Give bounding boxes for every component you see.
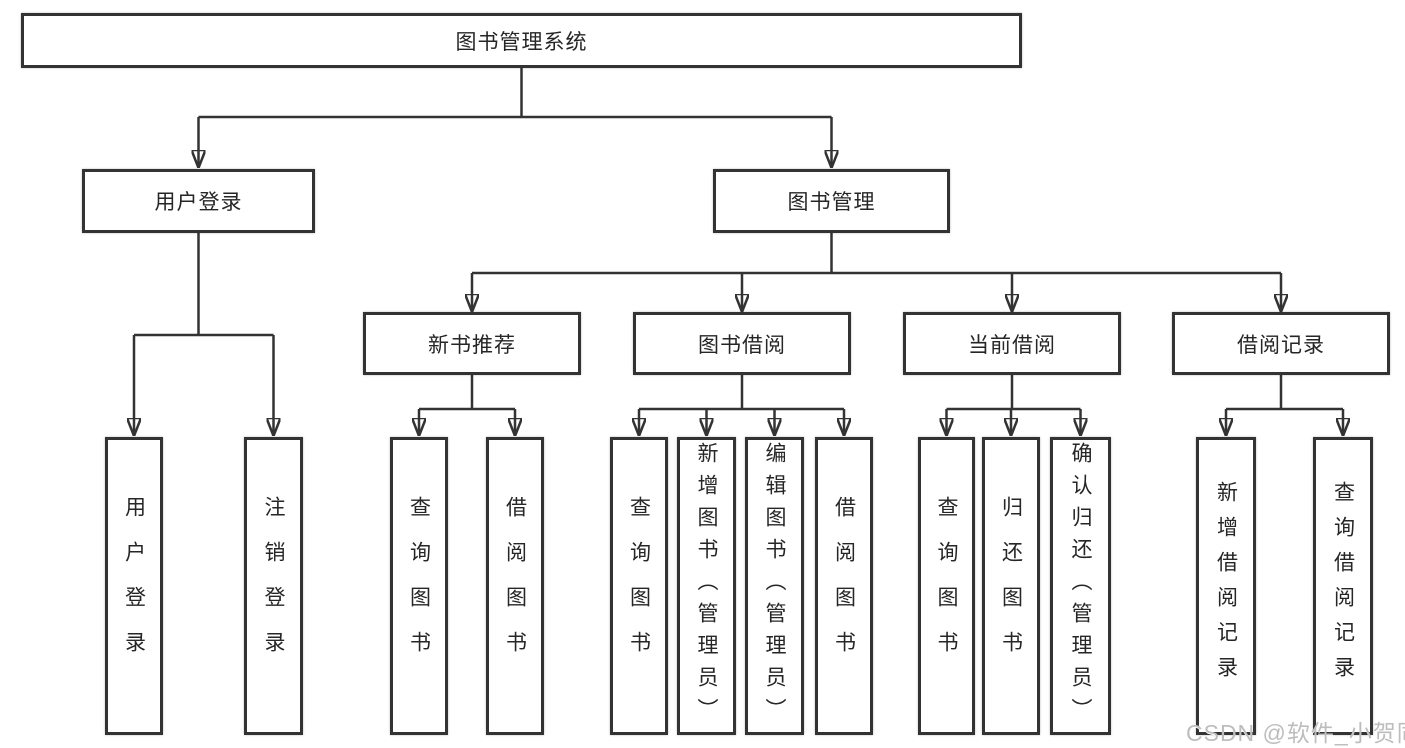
node-root-label: 图书管理系统 — [455, 30, 588, 54]
leaf-query-books-current-label: 查询图书 — [935, 496, 958, 676]
leaf-add-books-admin-label: 新增图书（管理员） — [695, 442, 718, 730]
leaf-logout-label: 注销登录 — [262, 496, 285, 676]
leaf-add-borrow-record-label: 新增借阅记录 — [1214, 481, 1238, 691]
leaf-confirm-return-admin: 确认归还（管理员） — [1050, 437, 1111, 735]
node-borrowing-records: 借阅记录 — [1172, 312, 1390, 375]
node-book-borrowing: 图书借阅 — [633, 312, 851, 375]
leaf-edit-books-admin: 编辑图书（管理员） — [745, 437, 804, 735]
node-user-login-branch: 用户登录 — [82, 169, 315, 233]
node-user-login-branch-label: 用户登录 — [154, 191, 243, 214]
leaf-borrow-books-newrec-label: 借阅图书 — [503, 496, 527, 676]
node-current-borrowing-label: 当前借阅 — [968, 333, 1056, 357]
watermark-csdn: CSDN @软件_小贺同学 — [1186, 720, 1405, 746]
node-library-management-system: 图书管理系统 — [21, 13, 1022, 68]
node-new-book-recommend: 新书推荐 — [363, 312, 581, 375]
leaf-logout: 注销登录 — [244, 437, 303, 735]
node-book-management: 图书管理 — [713, 169, 950, 233]
leaf-query-books-newrec: 查询图书 — [390, 437, 448, 735]
leaf-borrow-books-borrow-label: 借阅图书 — [832, 496, 856, 676]
leaf-user-login: 用户登录 — [105, 437, 163, 735]
node-current-borrowing: 当前借阅 — [903, 312, 1121, 375]
leaf-return-books-label: 归还图书 — [999, 496, 1023, 676]
leaf-query-borrow-record: 查询借阅记录 — [1313, 437, 1373, 735]
node-new-book-recommend-label: 新书推荐 — [428, 333, 516, 357]
leaf-add-books-admin: 新增图书（管理员） — [677, 437, 736, 735]
leaf-edit-books-admin-label: 编辑图书（管理员） — [763, 442, 786, 730]
leaf-borrow-books-borrow: 借阅图书 — [815, 437, 873, 735]
leaf-query-books-newrec-label: 查询图书 — [407, 496, 431, 676]
connectors — [134, 68, 1343, 434]
leaf-query-books-borrow: 查询图书 — [610, 437, 668, 735]
node-borrowing-records-label: 借阅记录 — [1237, 333, 1325, 357]
node-book-management-label: 图书管理 — [787, 191, 876, 214]
leaf-query-books-borrow-label: 查询图书 — [627, 496, 651, 676]
leaf-query-books-current: 查询图书 — [918, 437, 975, 735]
leaf-confirm-return-admin-label: 确认归还（管理员） — [1069, 442, 1092, 730]
node-book-borrowing-label: 图书借阅 — [698, 333, 786, 357]
leaf-add-borrow-record: 新增借阅记录 — [1196, 437, 1256, 735]
leaf-user-login-label: 用户登录 — [122, 496, 146, 676]
leaf-query-borrow-record-label: 查询借阅记录 — [1331, 481, 1355, 691]
leaf-return-books: 归还图书 — [982, 437, 1040, 735]
leaf-borrow-books-newrec: 借阅图书 — [486, 437, 544, 735]
